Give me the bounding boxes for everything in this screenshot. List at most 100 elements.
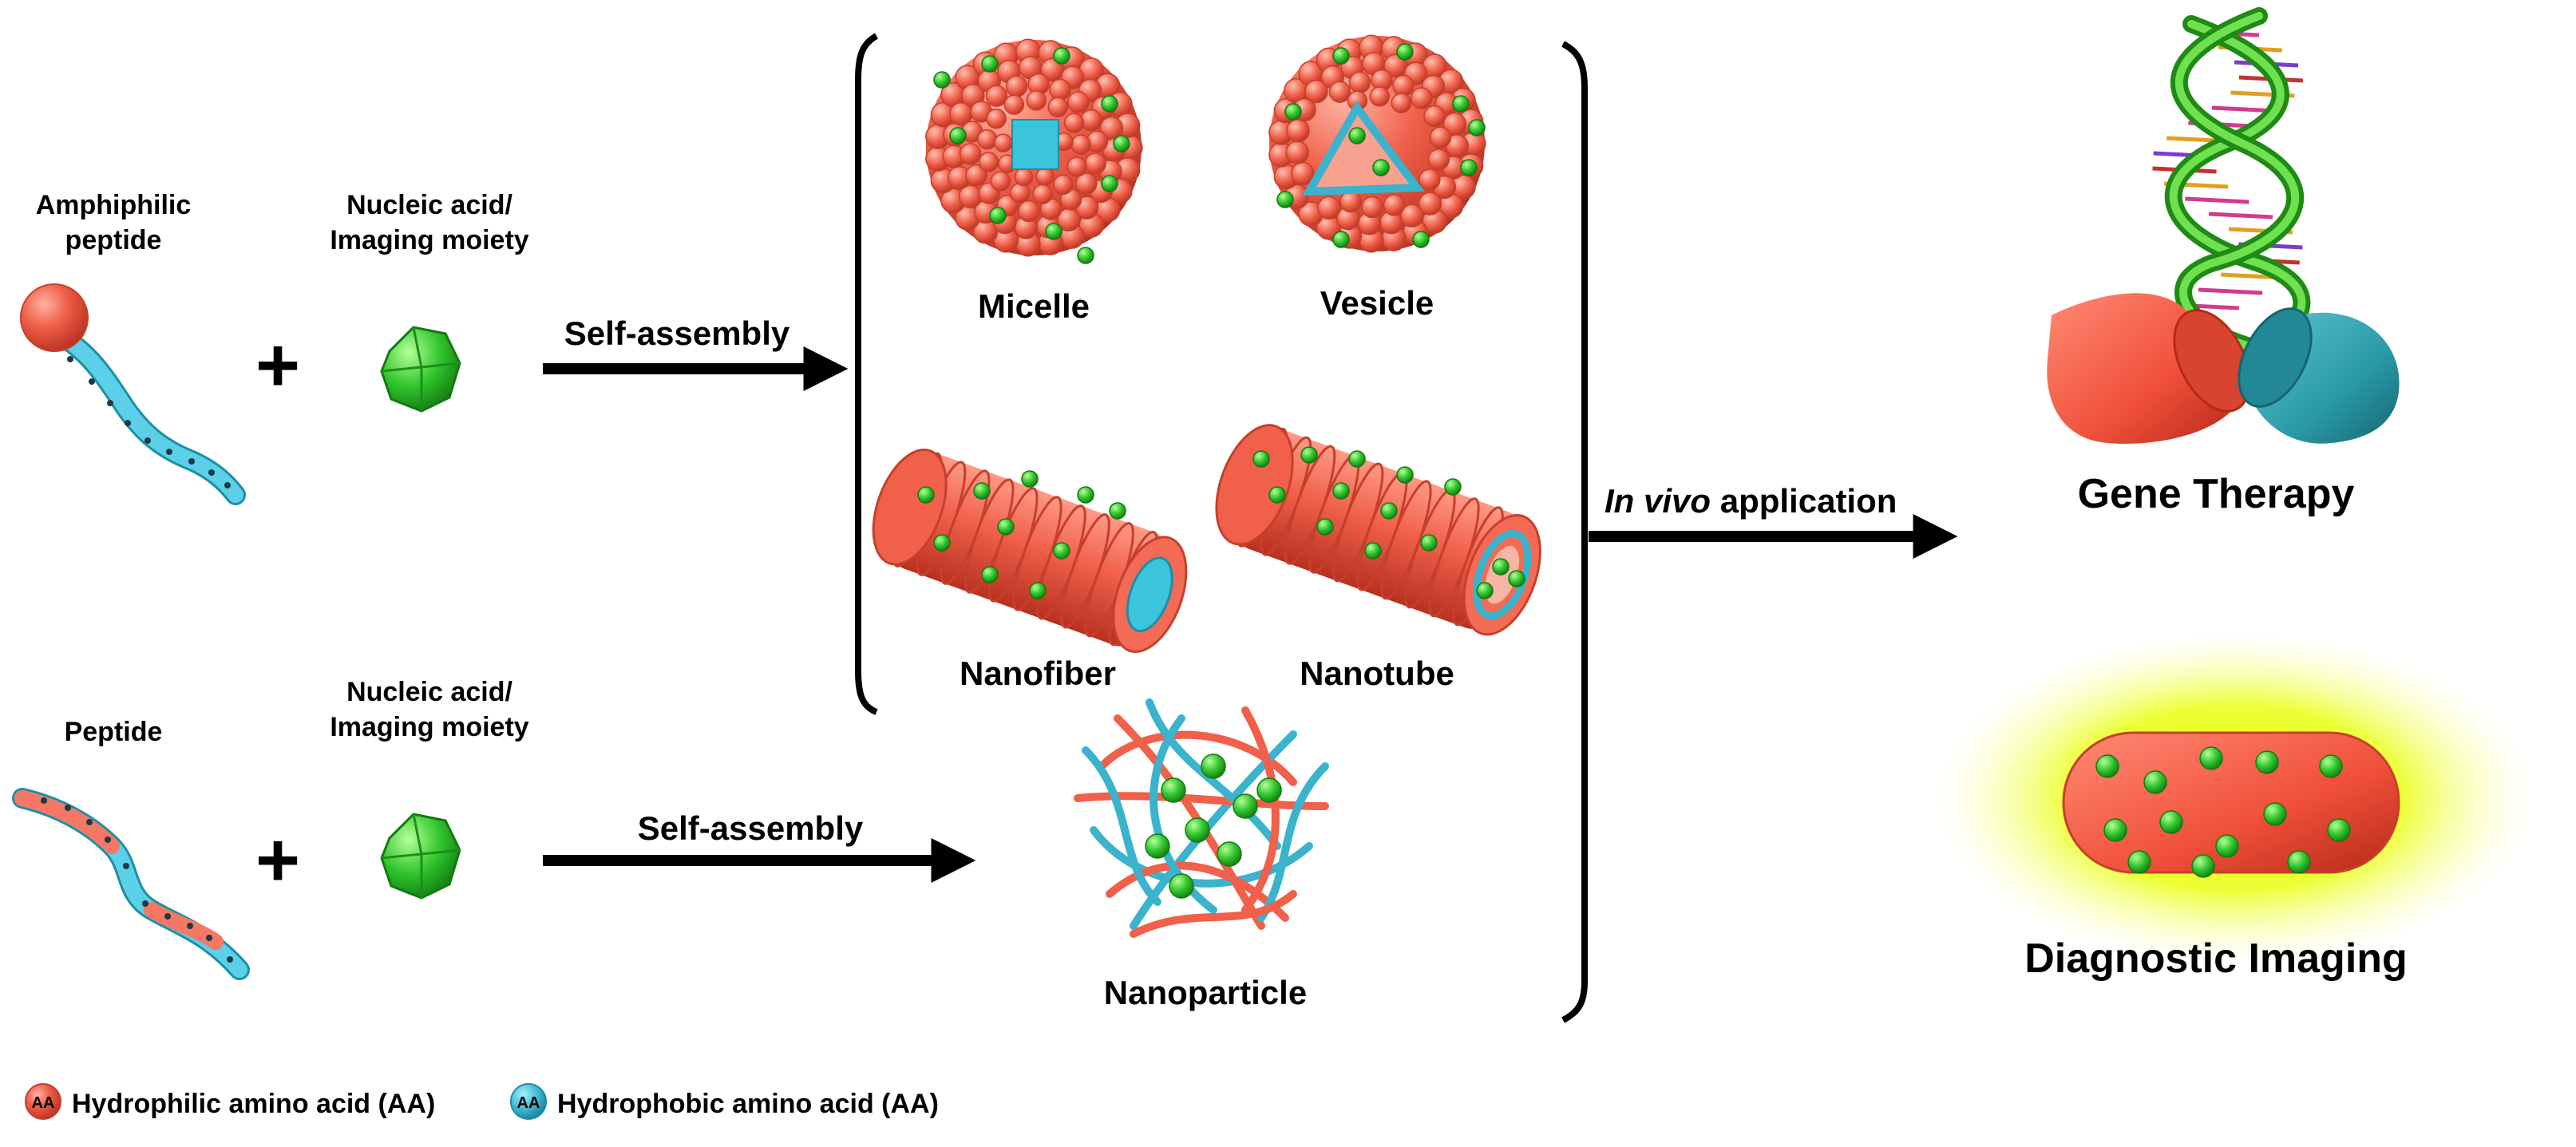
lipid-bead <box>990 171 1011 192</box>
lipid-bead <box>1317 196 1341 220</box>
cargo-dot <box>933 71 951 89</box>
cargo-dot <box>1252 450 1270 468</box>
cargo-dot <box>1169 873 1194 899</box>
cargo-dot <box>1029 582 1047 599</box>
amino-acid-bead <box>224 482 231 488</box>
amino-acid-bead <box>89 378 95 385</box>
right-bracket <box>1561 41 1588 1023</box>
cargo-dot <box>1508 570 1525 587</box>
cargo-dot <box>1053 47 1070 65</box>
amino-acid-bead <box>67 356 73 362</box>
cargo-dot <box>1077 247 1094 264</box>
lipid-bead <box>1339 190 1362 213</box>
amino-acid-bead <box>123 863 129 869</box>
nanotube-label: Nanotube <box>1300 655 1454 692</box>
amino-acid-bead <box>125 420 131 426</box>
peptide-strand <box>1241 706 1280 914</box>
cargo-dot <box>1380 502 1398 520</box>
lipid-bead <box>1026 90 1047 111</box>
cargo-dot <box>949 127 967 144</box>
cargo-dot <box>1109 502 1126 520</box>
peptide-strand <box>1106 861 1289 922</box>
peptide-strand <box>1074 792 1329 810</box>
cargo-dot <box>2127 850 2151 874</box>
amino-acid-bead <box>144 437 151 444</box>
lipid-bead <box>976 129 998 150</box>
lipid-bead <box>994 133 1013 152</box>
cargo-dot <box>2215 834 2239 858</box>
cargo-dot <box>933 534 951 552</box>
cargo-dot <box>1217 841 1242 867</box>
cargo-dot <box>1332 482 1350 500</box>
amphiphilic-peptide-label: Amphiphilic <box>36 190 192 220</box>
cargo-dot <box>997 518 1015 536</box>
amino-acid-bead <box>187 923 193 929</box>
lipid-bead <box>1067 91 1090 113</box>
cargo-dot <box>1372 159 1390 176</box>
lipid-bead <box>986 109 1007 129</box>
lipid-bead <box>959 143 982 165</box>
peptide-strand <box>1098 730 1297 786</box>
cargo-dot <box>1492 558 1510 575</box>
peptide-icon <box>12 788 250 980</box>
lipid-bead <box>1361 196 1383 219</box>
lipid-bead <box>1328 81 1351 103</box>
cargo-dot <box>2159 810 2183 834</box>
cargo-dot <box>1101 175 1118 192</box>
cargo-dot <box>2103 818 2127 842</box>
peptide-strand <box>1114 714 1265 930</box>
lipid-bead <box>1018 200 1040 223</box>
micelle-icon <box>925 38 1143 264</box>
peptide-strand <box>1257 762 1329 922</box>
lipid-bead <box>1369 86 1390 107</box>
cargo-label: Nucleic acid/ <box>346 190 512 220</box>
lipid-bead <box>1348 71 1371 93</box>
lipid-bead <box>985 85 1008 107</box>
nanoparticle-label: Nanoparticle <box>1104 974 1307 1011</box>
lipid-bead <box>1053 174 1074 196</box>
lipid-bead <box>1383 194 1406 216</box>
amino-acid-bead <box>206 935 212 941</box>
legend: AA Hydrophilic amino acid (AA) AA Hydrop… <box>25 1083 939 1120</box>
peptide-strand <box>1082 746 1161 906</box>
cargo-label-row2: Nucleic acid/ <box>346 677 512 707</box>
amino-acid-bead <box>166 449 172 455</box>
amino-acid-bead <box>188 458 195 465</box>
lipid-bead <box>1418 192 1442 216</box>
cargo-dot <box>981 566 999 583</box>
lipid-bead <box>1063 113 1085 133</box>
cargo-dot <box>2143 770 2167 794</box>
cargo-dot <box>1053 542 1070 560</box>
lipid-bead <box>1075 172 1098 195</box>
amino-acid-bead <box>86 819 93 825</box>
cargo-dot <box>2327 818 2351 842</box>
nanotube-icon <box>1215 424 1541 636</box>
cargo-dot <box>2199 746 2223 770</box>
legend-hydrophobic-label: Hydrophobic amino acid (AA) <box>557 1089 939 1119</box>
plus-icon: + <box>255 322 300 408</box>
in-vivo-rest: application <box>1711 482 1897 520</box>
cargo-dot <box>1276 191 1294 208</box>
cargo-dot <box>1113 135 1130 152</box>
cargo-dot <box>1444 478 1462 496</box>
capsule-teal-half <box>2238 307 2400 444</box>
base-pair <box>2209 212 2273 220</box>
cargo-dot <box>1348 127 1366 144</box>
base-pair <box>2198 287 2263 295</box>
micelle-label: Micelle <box>978 287 1090 325</box>
lipid-bead <box>1419 168 1441 191</box>
amino-acid-bead <box>227 956 233 963</box>
lipid-bead <box>1423 105 1446 128</box>
cargo-dot <box>1476 582 1494 599</box>
legend-hydrophobic: AA Hydrophobic amino acid (AA) <box>510 1083 939 1120</box>
gene-therapy-label: Gene Therapy <box>2078 471 2355 517</box>
lipid-bead <box>1391 93 1412 113</box>
lipid-bead <box>1049 78 1071 101</box>
amphiphilic-peptide-icon <box>20 283 246 505</box>
cargo-dot <box>2263 802 2287 826</box>
amino-acid-bead <box>41 797 47 804</box>
lipid-bead <box>1084 152 1107 175</box>
cargo-dot <box>1460 159 1478 176</box>
legend-hydrophobic-badge: AA <box>517 1094 540 1112</box>
